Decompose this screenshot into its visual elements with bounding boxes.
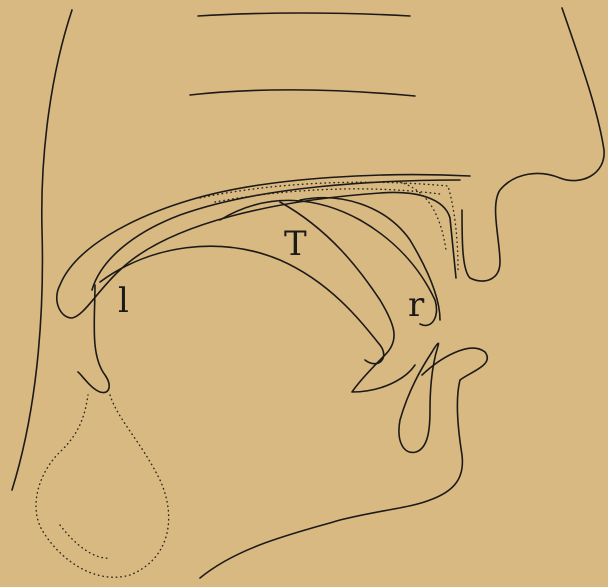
lower-lip: [200, 348, 487, 578]
nasal-cavity-line-lower: [190, 90, 415, 96]
tongue-surface-front: [100, 246, 384, 363]
palate-bone-dots-3: [400, 182, 446, 250]
tongue-front: [78, 285, 109, 393]
palate-bone-dots-2: [215, 189, 440, 202]
symbol-middle: T: [284, 224, 307, 264]
symbol-back: r: [408, 285, 425, 325]
symbol-front: l: [118, 281, 129, 321]
nose-profile: [462, 8, 604, 281]
lower-lip-inner: [399, 343, 439, 452]
palate-inner: [92, 180, 460, 290]
nasal-cavity-line-upper: [198, 13, 410, 16]
tongue-surface-middle: [220, 200, 437, 325]
larynx-dots: [36, 395, 169, 577]
larynx-dots-inner: [60, 525, 110, 558]
pharynx-outline: [12, 10, 72, 490]
